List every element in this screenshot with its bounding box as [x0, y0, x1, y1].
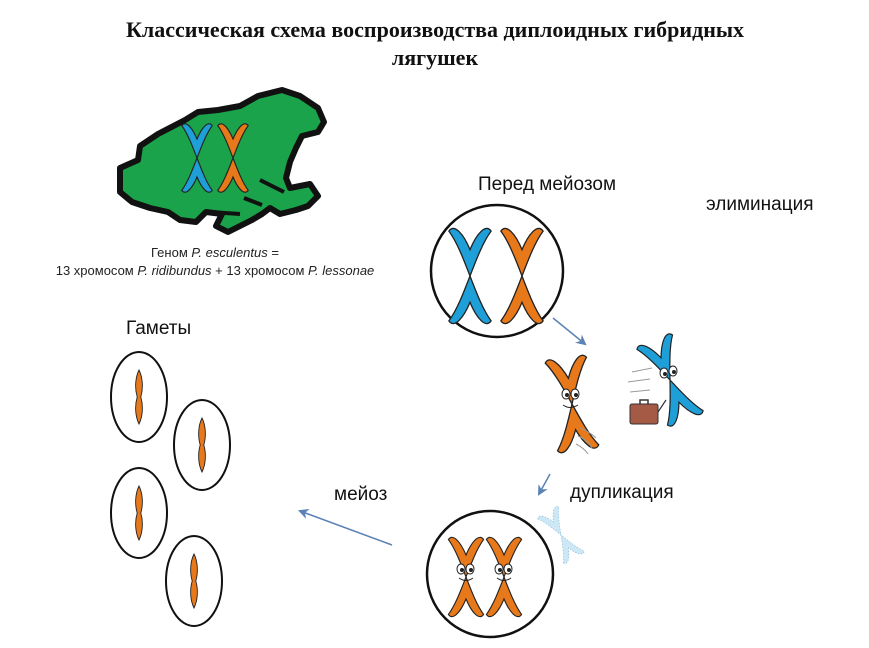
motion-lines-icon: [575, 427, 597, 455]
cell-before-meiosis: [429, 203, 565, 339]
cartoon-eyes-icon: [494, 563, 513, 581]
label-gametes: Гаметы: [126, 318, 192, 339]
arrow-to-elimination: [552, 317, 587, 346]
label-meiosis: мейоз: [334, 484, 388, 505]
diagram-title-line-1: Классическая схема воспроизводства дипло…: [125, 17, 745, 42]
species-esculentus: P. esculentus: [191, 245, 268, 260]
motion-lines-icon: [627, 367, 653, 393]
species-lessonae: P. lessonae: [308, 263, 375, 278]
label-elimination: элиминация: [706, 194, 814, 215]
label-duplication: дупликация: [570, 482, 674, 503]
diagram-title: Классическая схема воспроизводства дипло…: [60, 16, 810, 72]
genome-caption-text: 13 хромосом: [55, 263, 138, 278]
gamete-2: [173, 399, 231, 491]
genome-caption-line-2: 13 хромосом P. ridibundus + 13 хромосом …: [0, 262, 430, 280]
gamete-4: [165, 535, 223, 627]
gamete-3: [110, 467, 168, 559]
species-ridibundus: P. ridibundus: [137, 263, 212, 278]
frog-silhouette: [117, 87, 327, 235]
gamete-1: [110, 351, 168, 443]
genome-caption-text: =: [267, 245, 279, 260]
cartoon-eyes-icon: [561, 388, 580, 408]
chromosome-ridibundus-remaining: [544, 354, 600, 455]
suitcase-icon: [629, 399, 667, 425]
label-before-meiosis: Перед мейозом: [478, 174, 617, 195]
genome-caption-text: Геном: [151, 245, 192, 260]
chromosome-lessonae-eliminated: [627, 332, 705, 428]
genome-caption: Геном P. esculentus = 13 хромосом P. rid…: [0, 244, 430, 280]
arrow-meiosis-to-gametes: [298, 508, 393, 546]
diagram-title-line-2: лягушек: [391, 45, 479, 70]
genome-caption-text: + 13 хромосом: [211, 263, 309, 278]
arrow-to-duplication: [537, 473, 551, 496]
genome-caption-line-1: Геном P. esculentus =: [0, 244, 430, 262]
cell-after-duplication: [425, 509, 555, 639]
cartoon-eyes-icon: [456, 563, 475, 581]
cartoon-eyes-icon: [659, 365, 678, 379]
